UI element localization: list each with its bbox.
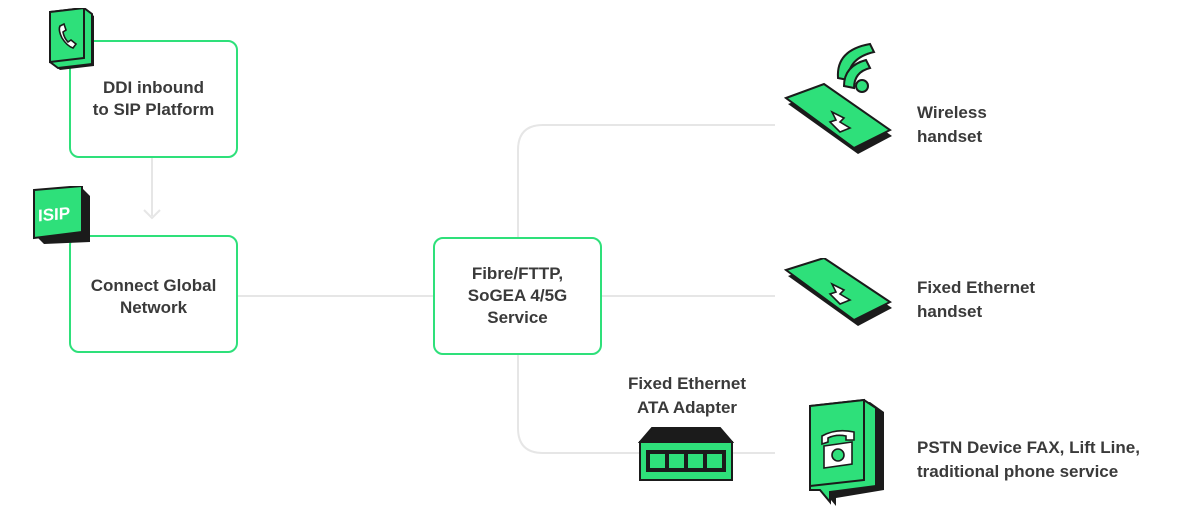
ddi-node: DDI inbound to SIP Platform — [69, 40, 238, 158]
connect-label: Connect Global Network — [90, 276, 217, 317]
pstn-device-label: PSTN Device FAX, Lift Line, traditional … — [917, 438, 1140, 481]
fibre-label: Fibre/FTTP, SoGEA 4/5G Service — [467, 264, 568, 327]
ata-adapter-label: Fixed Ethernet ATA Adapter — [627, 374, 747, 417]
ethernet-handset-icon — [783, 258, 892, 326]
fibre-node: Fibre/FTTP, SoGEA 4/5G Service — [433, 237, 602, 355]
phone-icon — [49, 8, 94, 70]
arrowhead — [143, 209, 161, 220]
wireless-handset-icon — [783, 42, 892, 154]
fibre-to-pstn-connector — [517, 355, 775, 454]
ddi-label: DDI inbound to SIP Platform — [92, 78, 215, 119]
ata-adapter-icon — [638, 427, 734, 481]
isip-badge-text: ISIP — [38, 204, 70, 226]
pstn-phone-icon — [809, 398, 884, 506]
wireless-handset-label: Wireless handset — [917, 103, 987, 146]
fibre-to-wireless-connector — [517, 124, 775, 237]
connect-global-network-node: Connect Global Network — [69, 235, 238, 353]
isip-badge-icon: ISIP — [33, 186, 90, 244]
fixed-ethernet-handset-label: Fixed Ethernet handset — [917, 278, 1036, 321]
